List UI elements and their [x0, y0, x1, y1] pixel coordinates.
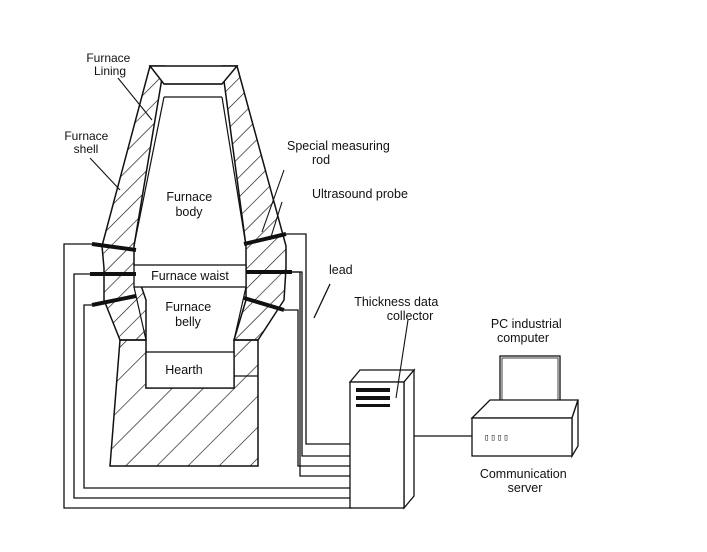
labels: Furnace Lining Furnace shell Furnace bod…: [64, 51, 570, 495]
furnace-left-wall: [101, 65, 165, 341]
probe-left-lower: [91, 294, 137, 307]
leads: [63, 233, 472, 509]
communication-server: ▯▯▯▯: [470, 399, 579, 459]
label-thickness-data-collector: Thickness data collector: [354, 295, 442, 323]
lead-wire: [63, 243, 352, 509]
thickness-data-collector: [348, 368, 416, 510]
pc-industrial-computer: [499, 355, 561, 403]
hearth-box: [145, 351, 235, 389]
label-hearth: Hearth: [165, 363, 203, 377]
lead-wire: [286, 233, 352, 445]
label-furnace-lining: Furnace Lining: [86, 51, 133, 78]
label-lead: lead: [329, 263, 353, 277]
label-ultrasound-probe: Ultrasound probe: [312, 187, 408, 201]
label-furnace-belly: Furnace belly: [165, 300, 214, 329]
label-furnace-waist: Furnace waist: [151, 269, 229, 283]
label-pc-industrial-computer: PC industrial computer: [491, 317, 565, 345]
probe-left-upper: [91, 242, 137, 252]
lead-wire: [290, 271, 352, 477]
probe-right-upper: [243, 232, 287, 246]
label-furnace-body: Furnace body: [166, 190, 215, 219]
probes: [90, 232, 292, 312]
probe-right-lower: [243, 296, 285, 312]
furnace-structure: [101, 65, 287, 467]
furnace-top: [148, 65, 239, 85]
lead-wire: [83, 304, 352, 489]
label-special-measuring-rod: Special measuring rod: [287, 139, 393, 167]
label-furnace-shell: Furnace shell: [64, 129, 111, 156]
server-panel-buttons: ▯▯▯▯: [484, 433, 510, 443]
lead-wire: [284, 309, 352, 467]
monitor-screen: [501, 357, 559, 401]
lead-wire: [73, 273, 352, 499]
label-communication-server: Communication server: [480, 467, 570, 495]
pointer-lines: [89, 77, 409, 399]
furnace-right-wall: [221, 65, 287, 341]
